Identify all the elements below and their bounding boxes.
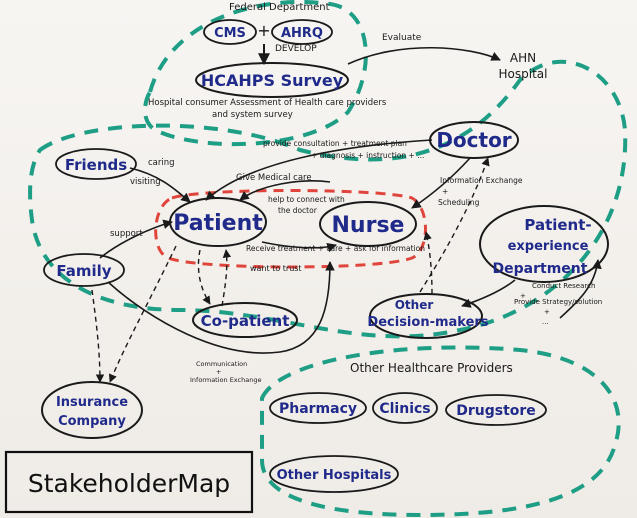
information-exchange-label-line2: + xyxy=(442,187,448,196)
ahrq-node: AHRQ xyxy=(281,26,323,41)
patient-experience-department-line3: Department xyxy=(493,261,588,277)
cms-node: CMS xyxy=(214,26,246,41)
patient-node-outline xyxy=(169,197,267,247)
doctor-nurse-line xyxy=(411,157,471,209)
federal-region-boundary xyxy=(143,0,368,147)
develop-label: DEVELOP xyxy=(275,44,317,54)
family-insurance-dashed-line xyxy=(91,289,105,383)
co-patient-node-outline xyxy=(192,302,298,338)
evaluate-label: Evaluate xyxy=(382,33,422,43)
nurse-node: Nurse xyxy=(332,213,405,238)
caring-label: caring xyxy=(148,158,175,168)
friends-node-outline xyxy=(55,148,137,180)
drugstore-node: Drugstore xyxy=(456,403,536,419)
patient-experience-department-node-outline xyxy=(479,205,609,283)
patient-social-region-boundary xyxy=(28,59,628,339)
other-decision-makers-line1: Other xyxy=(395,298,434,312)
nurse-patient-line xyxy=(239,180,331,201)
hcahps-survey-node-outline xyxy=(195,62,349,98)
pharmacy-node: Pharmacy xyxy=(279,401,357,417)
research-label-line3: Provide Strategy/solution xyxy=(514,298,602,306)
family-patient-line xyxy=(99,219,173,259)
survey-full-name-line1: Hospital consumer Assessment of Health c… xyxy=(148,98,387,108)
patient-experience-department-line1: Patient- xyxy=(524,216,591,234)
information-exchange-label-line1: Information Exchange xyxy=(440,176,523,185)
clinics-node-outline xyxy=(372,392,438,424)
ahn-hospital-label-line1: AHN xyxy=(510,51,536,65)
research-label-line2: + xyxy=(520,292,526,300)
help-connect-label-line1: help to connect with xyxy=(268,195,345,204)
research-label-line5: ... xyxy=(542,318,549,326)
research-label-line4: + xyxy=(544,308,550,316)
title-box xyxy=(4,450,254,514)
cms-node-outline xyxy=(203,19,257,45)
odm-doctor-dashed-line xyxy=(419,157,490,293)
family-node: Family xyxy=(56,262,111,280)
hcahps-survey-node: HCAHPS Survey xyxy=(201,71,344,90)
other-decision-makers-node-outline xyxy=(369,293,483,339)
help-connect-label-line2: the doctor xyxy=(278,206,318,215)
diagram-title: StakeholderMap xyxy=(28,469,230,498)
patient-insurance-dashed-line xyxy=(108,245,177,383)
copatient-patient-dashed-line xyxy=(221,249,232,307)
nurse-node-outline xyxy=(319,201,417,247)
doctor-node-outline xyxy=(429,121,519,159)
other-hospitals-node: Other Hospitals xyxy=(277,468,392,483)
drugstore-node-outline xyxy=(445,394,547,426)
support-label: support xyxy=(110,229,143,239)
other-decision-makers-line2: Decision-makers xyxy=(367,315,488,330)
evaluate-arrow xyxy=(347,46,501,65)
insurance-company-line2: Company xyxy=(58,414,126,429)
plus-sign: + xyxy=(257,21,270,40)
patient-experience-department-line2: experience xyxy=(508,239,589,254)
pxd-odm-line xyxy=(461,279,516,308)
federal-department-label: Federal Department xyxy=(229,2,330,13)
insurance-company-line1: Insurance xyxy=(56,395,128,410)
odm-nurse-dashed-line xyxy=(423,231,433,295)
communication-label-line1: Communication xyxy=(196,360,247,368)
co-patient-node: Co-patient xyxy=(201,312,290,330)
family-node-outline xyxy=(43,253,125,287)
receive-treatment-label: Receive treatment + care + ask for infor… xyxy=(246,244,425,253)
pharmacy-node-outline xyxy=(269,392,367,424)
research-label-line1: Conduct Research xyxy=(532,282,595,290)
give-medical-care-label: Give Medical care xyxy=(236,173,312,183)
providers-region-boundary xyxy=(260,345,621,518)
friends-node: Friends xyxy=(65,156,127,174)
clinics-node: Clinics xyxy=(379,401,430,417)
insurance-company-node-outline xyxy=(41,381,143,439)
communication-label-line3: Information Exchange xyxy=(190,376,261,384)
other-healthcare-providers-label: Other Healthcare Providers xyxy=(350,361,513,375)
other-hospitals-node-outline xyxy=(269,455,399,493)
patient-copatient-dashed-line xyxy=(197,249,211,305)
communication-label-line2: + xyxy=(216,368,221,376)
patient-nurse-group-boundary xyxy=(154,189,427,269)
friends-patient-line xyxy=(129,167,191,203)
family-nurse-communication-line xyxy=(107,261,335,354)
information-exchange-label-line3: Scheduling xyxy=(438,198,480,207)
consultation-label-line1: provide consultation + treatment plan xyxy=(263,139,407,148)
patient-node: Patient xyxy=(173,211,263,236)
doctor-node: Doctor xyxy=(436,128,511,152)
survey-full-name-line2: and system survey xyxy=(212,110,293,120)
ahrq-node-outline xyxy=(271,19,333,45)
consultation-label-line2: + diagnosis + instruction + ... xyxy=(311,151,424,160)
visiting-label: visiting xyxy=(130,177,161,187)
patient-nurse-line xyxy=(261,241,337,253)
ahn-hospital-label-line2: Hospital xyxy=(499,67,548,81)
want-to-trust-label: want to trust xyxy=(250,264,302,273)
doctor-patient-line xyxy=(205,139,433,201)
